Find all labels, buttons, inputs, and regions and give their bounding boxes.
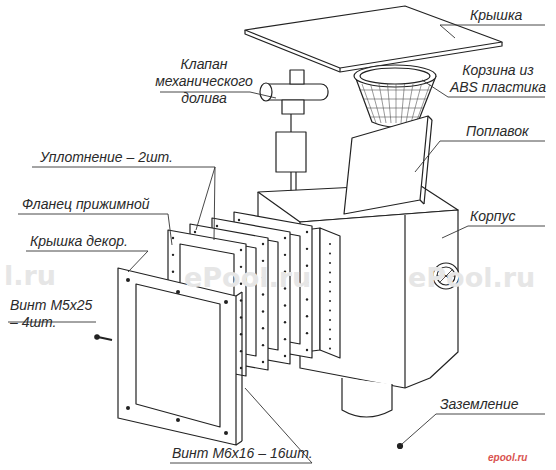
screw-head (176, 290, 180, 294)
bolt-hole (306, 248, 308, 250)
bolt-hole (172, 271, 174, 273)
bolt-hole (329, 300, 331, 302)
bolt-hole (329, 338, 331, 340)
part-label: Уплотнение – 2шт. (40, 149, 215, 166)
part-label: Крышка декор. (30, 233, 150, 250)
watermark: ePool.ru (408, 262, 535, 293)
bolt-hole (262, 361, 264, 363)
watermark: ePool.ru (184, 262, 311, 293)
screw-head (126, 278, 130, 282)
bolt-hole (262, 260, 264, 262)
bolt-hole (238, 219, 240, 221)
bolt-hole (329, 243, 331, 245)
bolt-hole (329, 253, 331, 255)
screw-head (224, 431, 228, 435)
bolt-hole (306, 298, 308, 300)
part-label: Винт М6х16 – 16шт. (172, 445, 322, 462)
bolt-hole (262, 327, 264, 329)
bolt-hole (172, 237, 174, 239)
bolt-hole (284, 355, 286, 357)
bolt-hole (284, 304, 286, 306)
bolt-hole (284, 321, 286, 323)
bolt-hole (240, 249, 242, 251)
basket-mesh (371, 117, 419, 118)
bolt-hole (262, 344, 264, 346)
basket-mesh (363, 99, 427, 100)
part-label: Корпус (470, 208, 545, 225)
part-label: Корзина из ABS пластика (448, 62, 548, 96)
bolt-hole (262, 243, 264, 245)
bolt-hole (329, 348, 331, 350)
part-label: Поплавок (466, 123, 546, 140)
basket-mesh (359, 90, 431, 91)
watermark: l.ru (4, 260, 56, 291)
bolt-hole (329, 262, 331, 264)
screw-head (126, 406, 130, 410)
bolt-hole (306, 349, 308, 351)
screw-head (224, 300, 228, 304)
bolt-hole (329, 319, 331, 321)
part-label: Винт М5х25 – 4шт. (10, 297, 100, 331)
bolt-hole (216, 225, 218, 227)
bolt-hole (329, 329, 331, 331)
part-label: Фланец прижимной (22, 196, 172, 213)
bolt-hole (329, 281, 331, 283)
bolt-hole (306, 315, 308, 317)
bolt-hole (284, 254, 286, 256)
part-label: Крышка (470, 7, 545, 24)
part-label: Клапан механического долива (148, 56, 260, 107)
bolt-hole (262, 293, 264, 295)
bolt-hole (284, 338, 286, 340)
part-label: Заземление (440, 396, 545, 413)
screw-head (176, 418, 180, 422)
bolt-hole (329, 310, 331, 312)
basket-mesh (367, 108, 423, 109)
bolt-hole (284, 237, 286, 239)
bolt-hole (194, 231, 196, 233)
bolt-hole (306, 231, 308, 233)
bolt-hole (329, 291, 331, 293)
bolt-hole (306, 332, 308, 334)
bolt-hole (172, 254, 174, 256)
bolt-hole (262, 310, 264, 312)
logo-watermark: epool.ru (488, 452, 527, 463)
bolt-hole (329, 272, 331, 274)
